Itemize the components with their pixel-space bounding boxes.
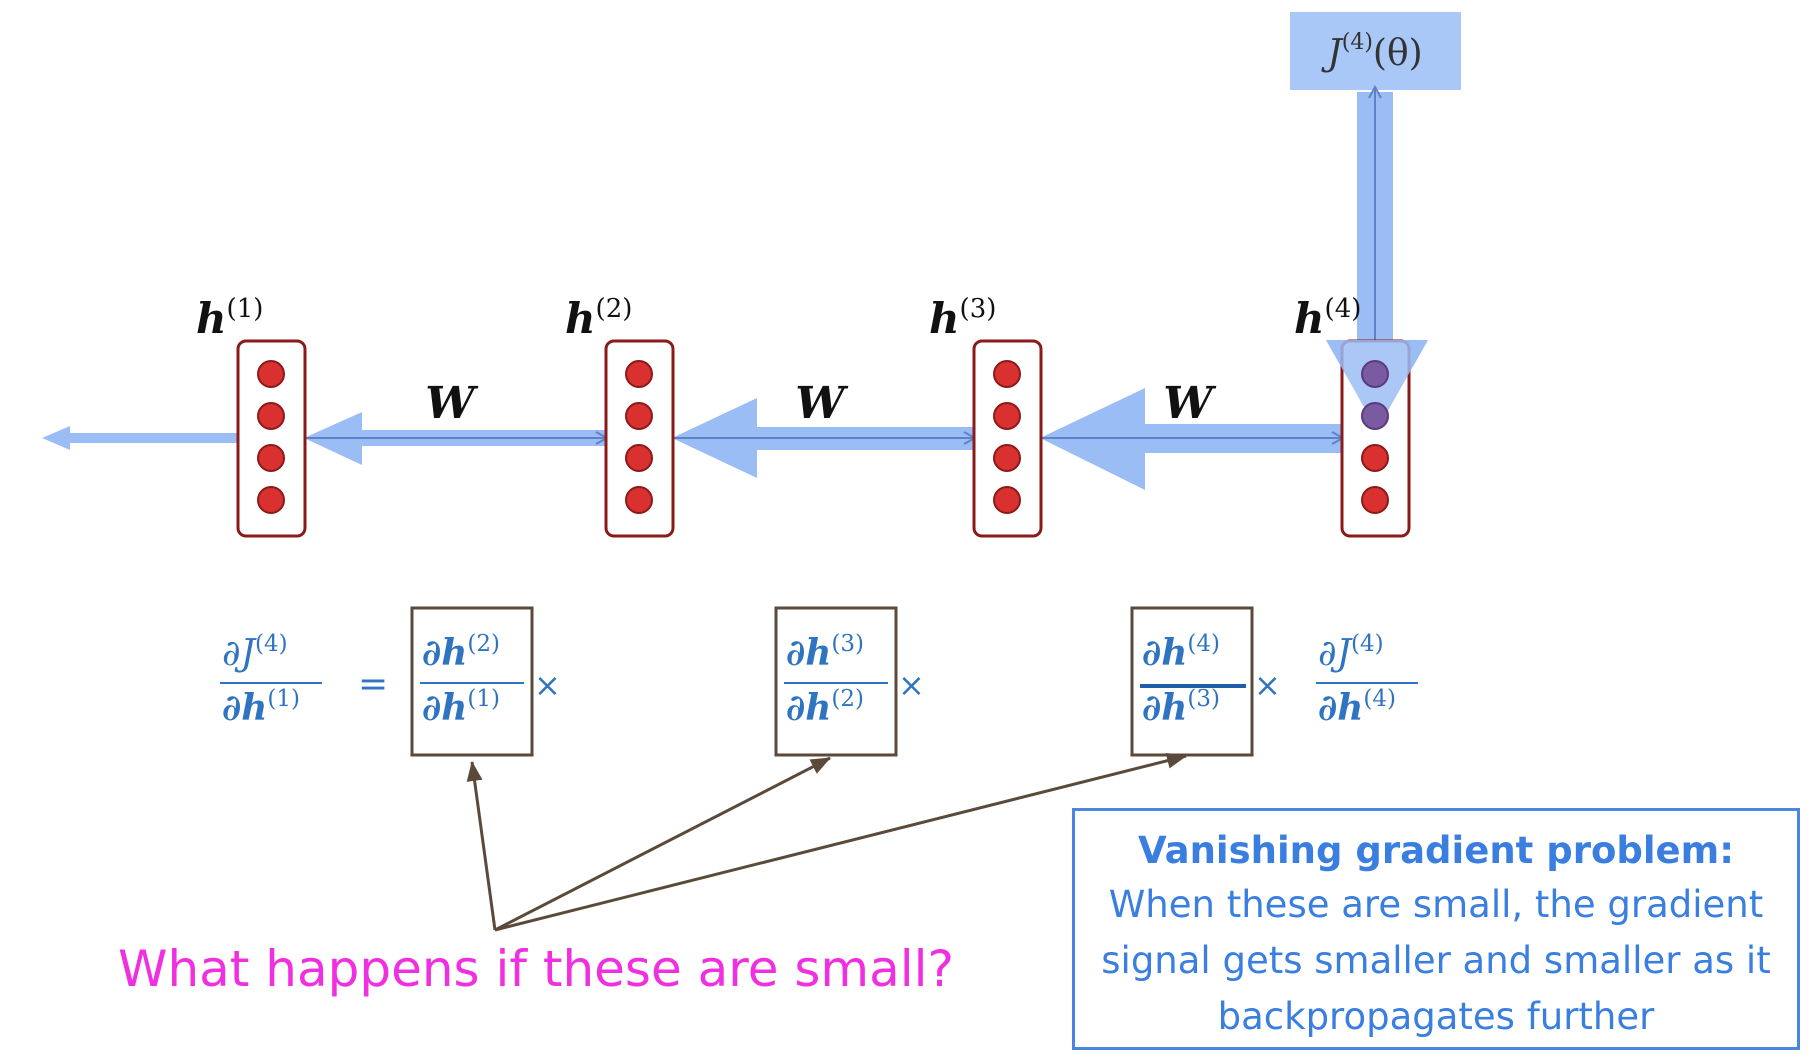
factor-2: ∂h(3) ∂h(2)	[784, 631, 888, 729]
weight-label-2: W	[795, 378, 849, 429]
question-text: What happens if these are small?	[118, 940, 955, 998]
problem-line-1: When these are small, the gradient	[1108, 883, 1764, 926]
hidden-state-1	[236, 339, 307, 538]
problem-title: Vanishing gradient problem:	[1138, 829, 1734, 872]
factor-3: ∂h(4) ∂h(3)	[1140, 631, 1246, 729]
factor-box-2	[774, 606, 898, 757]
times-sign-1: ×	[534, 666, 561, 704]
problem-line-3: backpropagates further	[1217, 995, 1655, 1038]
gradient-arrow-1-out	[42, 426, 240, 450]
svg-text:∂h(3): ∂h(3)	[1142, 686, 1220, 729]
problem-line-2: signal gets smaller and smaller as it	[1101, 939, 1771, 982]
equals-sign: =	[358, 664, 388, 705]
hidden-label-3: h(3)	[929, 294, 996, 343]
svg-text:∂h(3): ∂h(3)	[786, 631, 864, 674]
weight-label-1: W	[425, 378, 479, 429]
weight-label-3: W	[1163, 378, 1217, 429]
callout-arrow-1	[466, 761, 497, 931]
svg-text:∂h(4): ∂h(4)	[1318, 686, 1396, 729]
vanishing-gradient-box: Vanishing gradient problem: When these a…	[1072, 808, 1800, 1050]
equation-lhs: ∂J(4) ∂h(1)	[220, 631, 322, 729]
callout-arrow-2	[494, 756, 831, 932]
callout-arrow-3	[494, 752, 1187, 932]
loss-box	[1290, 12, 1461, 90]
factor-1: ∂h(2) ∂h(1)	[420, 631, 524, 729]
svg-text:∂h(1): ∂h(1)	[222, 686, 300, 729]
factor-box-1	[410, 606, 534, 757]
hidden-label-2: h(2)	[565, 294, 632, 343]
hidden-state-3	[972, 339, 1043, 538]
hidden-state-4	[1326, 339, 1428, 538]
factor-box-3	[1130, 606, 1254, 757]
svg-text:∂h(2): ∂h(2)	[786, 686, 864, 729]
svg-text:∂h(1): ∂h(1)	[422, 686, 500, 729]
hidden-label-1: h(1)	[196, 294, 263, 343]
times-sign-3: ×	[1254, 666, 1281, 704]
equation-rhs: ∂J(4) ∂h(4)	[1316, 631, 1418, 729]
svg-text:∂J(4): ∂J(4)	[1318, 631, 1384, 674]
hidden-label-4: h(4)	[1294, 294, 1361, 343]
times-sign-2: ×	[898, 666, 925, 704]
svg-text:∂J(4): ∂J(4)	[222, 631, 288, 674]
hidden-state-2	[604, 339, 675, 538]
svg-text:∂h(4): ∂h(4)	[1142, 631, 1220, 674]
svg-text:∂h(2): ∂h(2)	[422, 631, 500, 674]
